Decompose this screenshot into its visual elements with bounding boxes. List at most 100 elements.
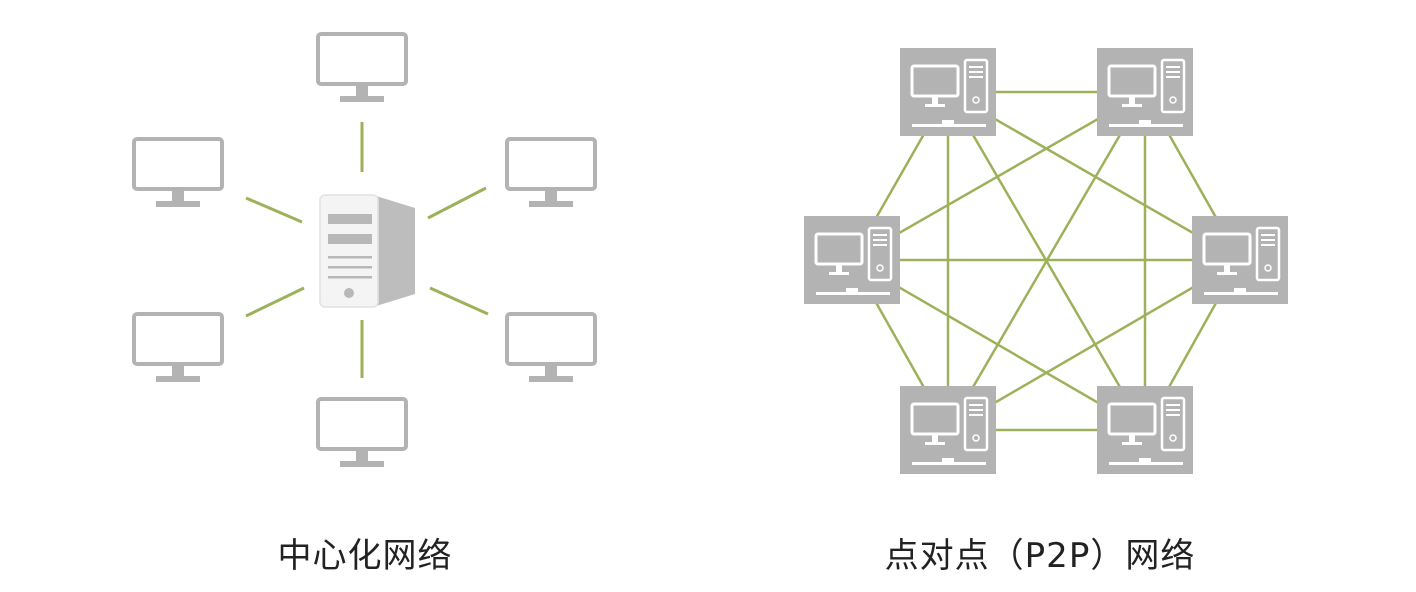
monitor-stand: [172, 191, 184, 203]
pc-monitor-stand: [836, 265, 842, 272]
monitor-base: [156, 201, 200, 207]
pc-mouse: [1139, 120, 1151, 127]
server-vent-line: [328, 266, 372, 269]
pc-tower-slot: [1166, 71, 1180, 73]
monitor-stand: [172, 366, 184, 378]
pc-monitor-stand: [1129, 435, 1135, 442]
client-monitor-icon: [505, 137, 597, 207]
pc-tower: [1160, 58, 1186, 114]
pc-tower-slot: [873, 239, 887, 241]
client-monitor-icon: [316, 397, 408, 467]
server-side: [376, 196, 415, 306]
server-drive-bay: [328, 234, 372, 244]
monitor-screen: [316, 32, 408, 86]
connection-line: [427, 186, 487, 220]
pc-monitor: [910, 402, 960, 436]
monitor-screen: [505, 312, 597, 366]
pc-monitor-base: [1217, 272, 1237, 275]
pc-power-button: [876, 264, 884, 272]
pc-tower-slot: [969, 71, 983, 73]
pc-mouse: [1139, 458, 1151, 465]
server-drive-bay: [328, 214, 372, 224]
pc-tower-slot: [1166, 66, 1180, 68]
peer-computer-icon: [1097, 48, 1193, 136]
server-power-button: [344, 288, 354, 298]
pc-monitor-stand: [1224, 265, 1230, 272]
peer-computer-icon: [900, 386, 996, 474]
pc-tower-slot: [1166, 414, 1180, 416]
monitor-base: [340, 461, 384, 467]
pc-tower-slot: [1166, 76, 1180, 78]
monitor-base: [340, 96, 384, 102]
pc-tower: [1255, 226, 1281, 282]
pc-monitor-stand: [932, 435, 938, 442]
pc-power-button: [1169, 96, 1177, 104]
pc-monitor-base: [1122, 442, 1142, 445]
pc-tower-slot: [969, 66, 983, 68]
pc-tower: [963, 58, 989, 114]
pc-monitor-base: [1122, 104, 1142, 107]
pc-tower-slot: [873, 244, 887, 246]
pc-tower: [867, 226, 893, 282]
monitor-screen: [132, 312, 224, 366]
peer-computer-icon: [1192, 216, 1288, 304]
pc-mouse: [942, 120, 954, 127]
pc-monitor-base: [925, 104, 945, 107]
peer-connection-line: [851, 258, 1146, 432]
pc-tower-slot: [969, 409, 983, 411]
monitor-stand: [356, 451, 368, 463]
monitor-base: [156, 376, 200, 382]
pc-tower-slot: [969, 76, 983, 78]
pc-mouse: [942, 458, 954, 465]
server-vent-line: [328, 256, 372, 259]
monitor-stand: [356, 86, 368, 98]
pc-power-button: [1169, 434, 1177, 442]
pc-power-button: [1264, 264, 1272, 272]
pc-monitor-stand: [1129, 97, 1135, 104]
pc-tower-slot: [1166, 409, 1180, 411]
pc-tower-slot: [873, 234, 887, 236]
client-monitor-icon: [316, 32, 408, 102]
pc-power-button: [972, 96, 980, 104]
pc-monitor: [910, 64, 960, 98]
monitor-stand: [545, 366, 557, 378]
pc-mouse: [1234, 288, 1246, 295]
pc-tower-slot: [1261, 239, 1275, 241]
pc-tower-slot: [969, 404, 983, 406]
peer-connection-line: [947, 258, 1241, 432]
pc-tower: [963, 396, 989, 452]
pc-power-button: [972, 434, 980, 442]
pc-monitor: [1107, 402, 1157, 436]
pc-monitor-base: [925, 442, 945, 445]
centralized-network-caption: 中心化网络: [277, 536, 453, 576]
pc-monitor-base: [829, 272, 849, 275]
peer-computer-icon: [1097, 386, 1193, 474]
server-vent-line: [328, 276, 372, 279]
peer-computer-icon: [900, 48, 996, 136]
peer-computer-icon: [804, 216, 900, 304]
monitor-screen: [316, 397, 408, 451]
pc-tower-slot: [1166, 404, 1180, 406]
pc-tower: [1160, 396, 1186, 452]
connection-line: [429, 286, 489, 316]
connection-line: [245, 196, 303, 224]
connection-line: [245, 286, 305, 318]
pc-tower-slot: [969, 414, 983, 416]
client-monitor-icon: [505, 312, 597, 382]
monitor-base: [529, 201, 573, 207]
monitor-screen: [132, 137, 224, 191]
pc-monitor: [814, 232, 864, 266]
monitor-stand: [545, 191, 557, 203]
client-monitor-icon: [132, 137, 224, 207]
p2p-network-caption: 点对点（P2P）网络: [884, 536, 1196, 576]
peer-connection-line: [851, 90, 1146, 262]
pc-tower-slot: [1261, 234, 1275, 236]
client-monitor-icon: [132, 312, 224, 382]
monitor-screen: [505, 137, 597, 191]
server-icon: [319, 194, 415, 308]
pc-mouse: [846, 288, 858, 295]
pc-monitor-stand: [932, 97, 938, 104]
pc-tower-slot: [1261, 244, 1275, 246]
pc-monitor: [1107, 64, 1157, 98]
